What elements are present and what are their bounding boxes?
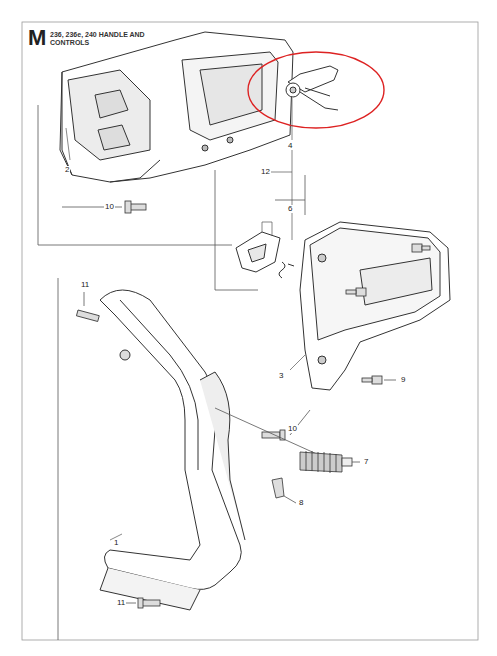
callout-number: 1 bbox=[113, 539, 119, 547]
front-handle bbox=[100, 290, 245, 610]
screw bbox=[346, 244, 430, 384]
callout-number: 10 bbox=[104, 203, 115, 211]
diagram-title: 236, 236e, 240 HANDLE AND CONTROLS bbox=[50, 31, 150, 47]
callout-number: 3 bbox=[278, 372, 284, 380]
callout-number: 7 bbox=[363, 458, 369, 466]
screw bbox=[76, 292, 160, 608]
highlight-ellipse bbox=[248, 52, 384, 128]
callout-number: 6 bbox=[287, 205, 293, 213]
callout-number: 8 bbox=[298, 499, 304, 507]
callout-number: 2 bbox=[64, 166, 70, 174]
screw bbox=[62, 201, 146, 213]
callout-number: 11 bbox=[80, 281, 90, 289]
callout-number: 11 bbox=[116, 599, 126, 607]
throttle-lock bbox=[286, 66, 338, 110]
hardware bbox=[215, 408, 360, 503]
frame bbox=[22, 22, 478, 640]
callout-number: 10 bbox=[287, 425, 298, 433]
callout-number: 4 bbox=[287, 142, 293, 150]
callout-number: 12 bbox=[260, 168, 271, 176]
rear-handle bbox=[60, 32, 293, 182]
callout-number: 9 bbox=[400, 376, 406, 384]
side-cover bbox=[300, 222, 450, 390]
throttle-trigger bbox=[236, 222, 294, 278]
section-letter: M bbox=[27, 27, 47, 49]
